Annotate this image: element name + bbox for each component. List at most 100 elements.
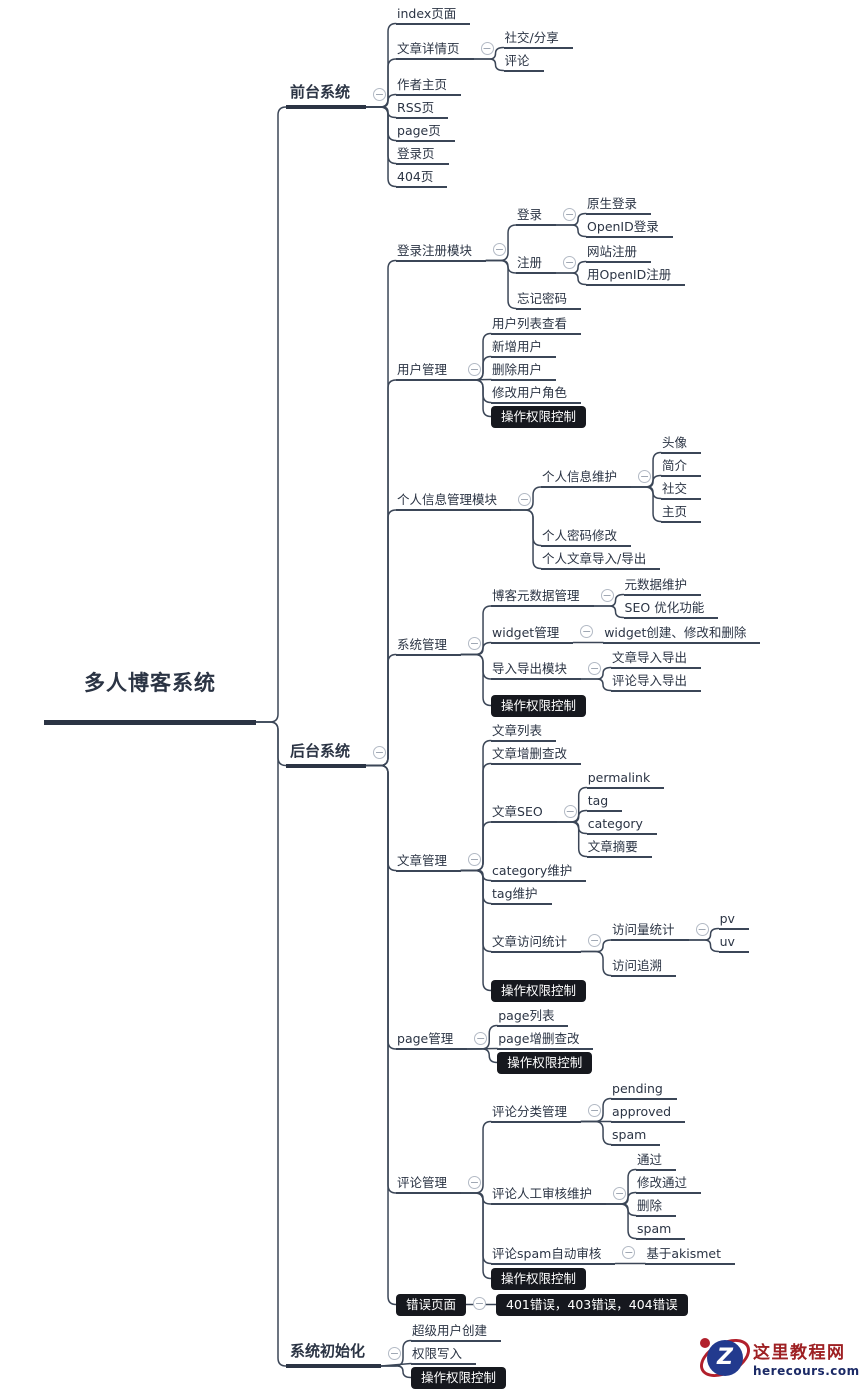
node-label[interactable]: approved xyxy=(611,1102,686,1123)
collapse-icon[interactable]: − xyxy=(588,1104,602,1117)
node-label[interactable]: tag xyxy=(586,791,623,812)
node-label[interactable]: 个人密码修改 xyxy=(541,526,632,547)
collapse-icon[interactable]: − xyxy=(600,588,614,602)
node-label[interactable]: 社交/分享 xyxy=(503,28,573,49)
node-label[interactable]: OpenID登录 xyxy=(586,217,673,238)
node-label[interactable]: 操作权限控制 xyxy=(491,405,587,428)
collapse-icon[interactable]: − xyxy=(622,1246,636,1259)
node-label[interactable]: 注册 xyxy=(516,253,557,274)
node-label[interactable]: 超级用户创建 xyxy=(411,1321,502,1342)
node-label[interactable]: 用户管理 xyxy=(396,360,462,381)
node-label[interactable]: page列表 xyxy=(497,1006,569,1027)
collapse-icon[interactable]: − xyxy=(373,746,387,759)
node-label[interactable]: 多人博客系统 xyxy=(44,668,256,725)
node-label[interactable]: 文章访问统计 xyxy=(491,932,582,953)
node-label[interactable]: uv xyxy=(718,932,749,953)
node-label[interactable]: 评论spam自动审核 xyxy=(491,1244,616,1265)
node-label[interactable]: 原生登录 xyxy=(586,194,652,215)
node-label[interactable]: 删除 xyxy=(636,1196,677,1217)
node-label[interactable]: 文章SEO xyxy=(491,802,557,823)
node-label[interactable]: tag维护 xyxy=(491,884,552,905)
collapse-icon[interactable]: − xyxy=(493,243,507,256)
collapse-icon[interactable]: − xyxy=(588,934,602,947)
collapse-icon[interactable]: − xyxy=(613,1186,627,1200)
node-label[interactable]: 导入导出模块 xyxy=(491,659,582,680)
collapse-icon[interactable]: − xyxy=(468,853,482,866)
node-label[interactable]: 用OpenID注册 xyxy=(586,265,686,286)
node-label[interactable]: 访问量统计 xyxy=(611,920,689,941)
node-label[interactable]: category维护 xyxy=(491,861,587,882)
node-label[interactable]: 评论人工审核维护 xyxy=(491,1184,607,1205)
node-label[interactable]: 博客元数据管理 xyxy=(491,586,594,607)
node-label[interactable]: 用户列表查看 xyxy=(491,314,582,335)
node-label[interactable]: 作者主页 xyxy=(396,75,462,96)
node-label[interactable]: 后台系统 xyxy=(286,741,367,768)
node-label[interactable]: SEO 优化功能 xyxy=(623,598,719,619)
node-label[interactable]: 修改用户角色 xyxy=(491,383,582,404)
collapse-icon[interactable]: − xyxy=(468,1175,482,1189)
node-label[interactable]: 404页 xyxy=(396,167,448,188)
node-label[interactable]: spam xyxy=(636,1219,686,1240)
collapse-icon[interactable]: − xyxy=(580,625,594,638)
node-label[interactable]: 操作权限控制 xyxy=(497,1051,593,1074)
node-label[interactable]: page管理 xyxy=(396,1029,468,1050)
node-label[interactable]: widget创建、修改和删除 xyxy=(603,623,761,644)
node-label[interactable]: 登录 xyxy=(516,205,557,226)
node-label[interactable]: 系统初始化 xyxy=(286,1341,382,1368)
collapse-icon[interactable]: − xyxy=(563,207,577,221)
node-label[interactable]: pv xyxy=(718,909,749,930)
node-label[interactable]: 操作权限控制 xyxy=(491,979,587,1002)
node-label[interactable]: 错误页面 xyxy=(396,1293,467,1316)
node-label[interactable]: 操作权限控制 xyxy=(411,1366,507,1389)
node-label[interactable]: 简介 xyxy=(661,456,702,477)
node-label[interactable]: RSS页 xyxy=(396,98,449,119)
collapse-icon[interactable]: − xyxy=(588,661,602,675)
node-label[interactable]: 登录页 xyxy=(396,144,449,165)
node-label[interactable]: 个人文章导入/导出 xyxy=(541,549,661,570)
node-label[interactable]: 忘记密码 xyxy=(516,289,582,310)
node-label[interactable]: 文章详情页 xyxy=(396,39,474,60)
node-label[interactable]: 文章摘要 xyxy=(586,837,652,858)
node-label[interactable]: 元数据维护 xyxy=(623,575,702,596)
node-label[interactable]: 系统管理 xyxy=(396,635,462,656)
node-label[interactable]: 访问追溯 xyxy=(611,956,677,977)
node-label[interactable]: 删除用户 xyxy=(491,360,557,381)
node-label[interactable]: 修改通过 xyxy=(636,1173,702,1194)
node-label[interactable]: 评论 xyxy=(503,51,544,72)
collapse-icon[interactable]: − xyxy=(373,87,387,101)
collapse-icon[interactable]: − xyxy=(388,1346,402,1360)
node-label[interactable]: index页面 xyxy=(396,4,471,25)
node-label[interactable]: page增删查改 xyxy=(497,1029,594,1050)
node-label[interactable]: pending xyxy=(611,1079,677,1100)
node-label[interactable]: 通过 xyxy=(636,1150,677,1171)
node-label[interactable]: permalink xyxy=(586,768,665,789)
node-label[interactable]: 登录注册模块 xyxy=(396,241,487,262)
node-label[interactable]: widget管理 xyxy=(491,623,574,644)
node-label[interactable]: 社交 xyxy=(661,479,702,500)
node-label[interactable]: page页 xyxy=(396,121,455,142)
node-label[interactable]: 文章增删查改 xyxy=(491,744,582,765)
node-label[interactable]: 头像 xyxy=(661,433,702,454)
node-label[interactable]: 文章列表 xyxy=(491,721,557,742)
node-label[interactable]: 主页 xyxy=(661,502,702,523)
collapse-icon[interactable]: − xyxy=(468,637,482,650)
node-label[interactable]: 评论导入导出 xyxy=(611,671,702,692)
collapse-icon[interactable]: − xyxy=(695,922,709,936)
node-label[interactable]: spam xyxy=(611,1125,661,1146)
node-label[interactable]: 网站注册 xyxy=(586,242,652,263)
collapse-icon[interactable]: − xyxy=(480,41,494,55)
node-label[interactable]: 评论管理 xyxy=(396,1173,462,1194)
node-label[interactable]: 前台系统 xyxy=(286,82,367,109)
node-label[interactable]: 个人信息维护 xyxy=(541,467,632,488)
node-label[interactable]: category xyxy=(586,814,657,835)
collapse-icon[interactable]: − xyxy=(518,492,532,506)
collapse-icon[interactable]: − xyxy=(468,362,482,376)
node-label[interactable]: 操作权限控制 xyxy=(491,1267,587,1290)
node-label[interactable]: 权限写入 xyxy=(411,1344,477,1365)
node-label[interactable]: 401错误，403错误，404错误 xyxy=(496,1293,688,1316)
collapse-icon[interactable]: − xyxy=(638,469,652,483)
node-label[interactable]: 新增用户 xyxy=(491,337,557,358)
node-label[interactable]: 基于akismet xyxy=(645,1244,735,1265)
collapse-icon[interactable]: − xyxy=(563,804,577,818)
collapse-icon[interactable]: − xyxy=(563,255,577,269)
